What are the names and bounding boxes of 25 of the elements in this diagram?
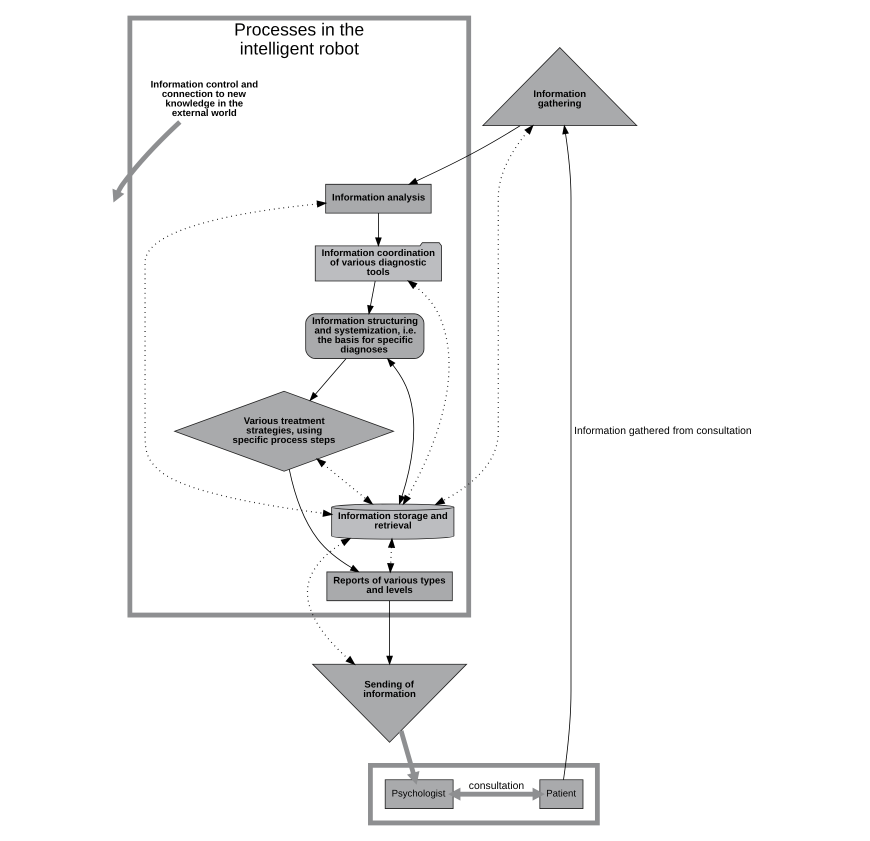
node-box: Reports of various types and levels — [326, 572, 453, 602]
node-box: Information analysis — [325, 184, 432, 214]
arrow — [398, 730, 420, 785]
arrow — [375, 212, 382, 248]
arrow — [386, 358, 414, 506]
node-box: Patient — [539, 779, 584, 809]
arrow — [306, 538, 356, 666]
arrow — [402, 280, 450, 506]
arrow — [434, 124, 534, 506]
arrow — [112, 120, 182, 203]
arrow — [144, 200, 334, 517]
arrow — [408, 125, 521, 185]
node-text: Information control and connection to new knowledge in the external world — [150, 79, 258, 120]
edge-label: Information gathered from consultation — [574, 426, 752, 437]
arrow — [386, 600, 393, 666]
arrow — [448, 788, 545, 801]
node-box: Information structuring and systemization, i.e. the basis for specific diagnoses — [305, 313, 424, 359]
edge-label: consultation — [468, 780, 524, 792]
node-box: Psychologist — [384, 779, 454, 809]
arrow — [288, 469, 360, 572]
arrow — [367, 280, 376, 315]
arrow — [316, 458, 374, 506]
arrow — [309, 358, 346, 402]
cluster — [368, 763, 600, 826]
arrow — [387, 537, 396, 574]
